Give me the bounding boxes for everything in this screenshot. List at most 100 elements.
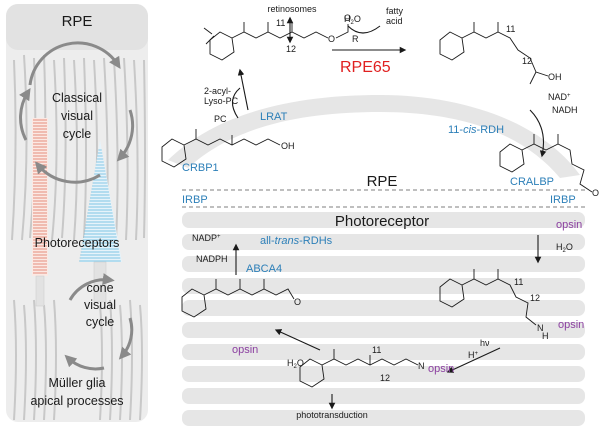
opsin-rhodopsin-label: opsin [428, 363, 454, 375]
aldehyde-oxygen-abca4: O [294, 297, 301, 307]
pathway-arrows [231, 16, 547, 410]
h-plus-sup: + [475, 351, 479, 357]
nadp-plus-sup: + [217, 234, 221, 240]
trans-retinol-molecule: OH [161, 129, 295, 168]
h2o-left-sub: 2 [294, 364, 298, 370]
rod-outer-segment [32, 118, 48, 307]
carbon-12-bottom: 12 [380, 373, 390, 383]
crbp1-label: CRBP1 [182, 162, 219, 174]
cis-rdh-label: 11-cis-RDH [448, 124, 504, 136]
rpe-center-label: RPE [367, 173, 398, 190]
hv-label: hν [480, 338, 490, 348]
cone-label-2: visual [84, 298, 116, 312]
carbon-12-top: 12 [286, 44, 296, 54]
h-plus-label: H+ [468, 350, 479, 360]
h2o-left: H2O [287, 358, 304, 370]
h2o-top-sub: 2 [351, 20, 355, 26]
trans-rdh-post: -RDHs [299, 235, 332, 247]
photoreceptor-disc [182, 256, 585, 272]
h2o-right-h: H [556, 242, 563, 252]
muller-glia-processes [13, 299, 143, 421]
cone-label-3: cycle [86, 315, 115, 329]
h2o-top-h: H [344, 14, 351, 24]
acyl-label-1: 2-acyl- [204, 86, 231, 96]
nad-plus-text: NAD [548, 92, 568, 102]
irbp-left-label: IRBP [182, 194, 208, 206]
cone-label-1: cone [86, 281, 113, 295]
h2o-right-o: O [566, 242, 573, 252]
rhodopsin-chromophore: 11 12 N [299, 345, 425, 388]
opsin-schiff-label: opsin [558, 319, 584, 331]
carbon-11-bottom: 11 [372, 345, 381, 355]
cone-cycle-arrows [64, 273, 134, 371]
rpe-cell-region [6, 4, 148, 50]
trans-retinal-molecule: O [181, 279, 301, 318]
cone-outer-segment [79, 140, 122, 303]
photoreceptor-disc [182, 234, 585, 250]
carbon-11-right: 11 [514, 277, 523, 287]
photoreceptor-label: Photoreceptor [335, 213, 429, 230]
hydroxyl-left: OH [281, 141, 295, 151]
schiff-base-molecule: 11 12 N H [439, 269, 549, 341]
rpe65-label: RPE65 [340, 59, 391, 76]
muller-label-1: Müller glia [49, 376, 106, 390]
acyl-label-2: Lyso-PC [204, 96, 239, 106]
cis-rdh-pre: 11- [448, 124, 463, 136]
nadp-plus-label: NADP+ [192, 233, 221, 243]
schiff-nitrogen: N [537, 323, 544, 333]
h2o-right: H2O [556, 242, 573, 254]
rhodopsin-nitrogen: N [418, 361, 425, 371]
hydroxyl-top: OH [548, 72, 562, 82]
r-group: R [352, 34, 359, 44]
nad-plus-label: NAD+ [548, 92, 571, 102]
retinosomes-label: retinosomes [267, 4, 317, 14]
lrat-label: LRAT [260, 111, 288, 123]
classical-label-1: Classical [52, 91, 102, 105]
trans-rdh-italic: trans [275, 235, 300, 247]
photoreceptor-disc [182, 300, 585, 316]
photoreceptor-disc [182, 278, 585, 294]
pathway-labels: retinosomes H2O fatty acid RPE65 2-acyl-… [182, 4, 584, 420]
carbon-11-top: 11 [276, 18, 285, 28]
rpe-label-left: RPE [62, 13, 93, 30]
left-schematic: RPE Classical visual cycle Photoreceptor… [6, 4, 148, 422]
trans-rdh-pre: all- [260, 235, 275, 247]
left-panel-background [6, 4, 148, 422]
ester-oxygen: O [328, 34, 335, 44]
nad-plus-sup: + [567, 93, 571, 99]
cralbp-label: CRALBP [510, 176, 554, 188]
photoreceptor-disc [182, 388, 585, 404]
retinyl-ester-molecule: 11 12 O O R [203, 13, 359, 61]
photoreceptor-disc [182, 322, 585, 338]
trans-rdh-label: all-trans-RDHs [260, 235, 333, 247]
photoreceptor-disc-stack [182, 212, 585, 426]
photoreceptor-disc [182, 366, 585, 382]
irbp-right-label: IRBP [550, 194, 576, 206]
aldehyde-oxygen-right: O [592, 188, 599, 198]
pc-label: PC [214, 114, 227, 124]
h2o-top-o: O [354, 14, 361, 24]
fatty-label-2: acid [386, 16, 403, 26]
cis-retinol-molecule: 11 12 OH [439, 22, 562, 85]
fatty-label-1: fatty [386, 6, 404, 16]
h2o-top: H2O [344, 14, 361, 26]
opsin-left-label: opsin [232, 344, 258, 356]
schiff-hydrogen: H [542, 331, 549, 341]
phototransduction-label: phototransduction [296, 410, 368, 420]
nadph-label: NADPH [196, 254, 228, 264]
h2o-right-sub: 2 [563, 248, 567, 254]
cis-retinal-molecule: O [499, 134, 599, 198]
classical-label-2: visual [61, 109, 93, 123]
classical-label-3: cycle [63, 127, 92, 141]
rpe-arc-background [168, 95, 580, 178]
photoreceptor-disc [182, 212, 585, 228]
photoreceptor-disc [182, 344, 585, 360]
nadp-plus-text: NADP [192, 233, 217, 243]
nadh-label: NADH [552, 105, 578, 115]
abca4-label: ABCA4 [246, 263, 282, 275]
carbon-11-cis: 11 [506, 24, 515, 34]
h2o-left-o: O [297, 358, 304, 368]
carbon-12-right: 12 [530, 293, 540, 303]
cis-rdh-post: -RDH [477, 124, 505, 136]
